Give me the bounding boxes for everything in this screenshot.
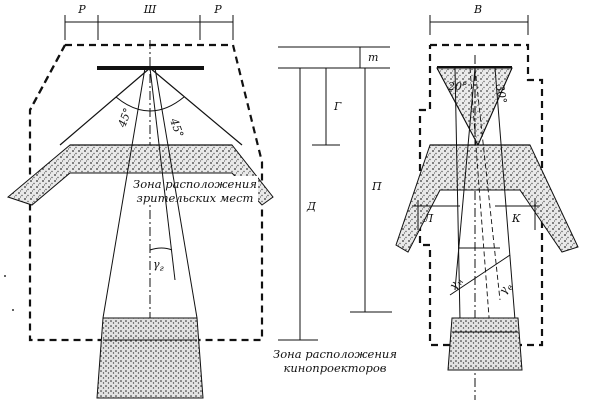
label-zone-viewers-1: Зона расположения <box>133 177 257 191</box>
label-zone-projectors-1: Зона расположения <box>273 347 397 361</box>
label-dim-p: П <box>371 180 382 193</box>
label-zone-viewers-2: зрительских мест <box>137 191 254 205</box>
gamma-line <box>149 67 176 281</box>
label-zone-projectors-2: кинопроекторов <box>284 361 387 375</box>
label-margin-right: Р <box>213 3 222 16</box>
small-hall-outline <box>418 43 544 347</box>
gamma-arc <box>149 247 173 251</box>
small-projector-zone <box>447 317 523 371</box>
label-angle-45-left: 45° <box>115 106 134 130</box>
beam-mid <box>454 67 476 291</box>
label-width-v: В <box>473 3 482 16</box>
label-angle-45-right: 45° <box>167 116 186 140</box>
sight-30 <box>477 67 513 146</box>
label-dim-l: Л <box>423 212 434 225</box>
hall-outline-corner <box>29 44 66 111</box>
label-gamma: γг <box>153 258 164 273</box>
label-angle-20: 20° <box>447 80 468 93</box>
label-dim-k: К <box>511 212 521 225</box>
stray-dot <box>4 275 6 277</box>
small-seating-zone <box>395 144 579 253</box>
label-margin-left: Р <box>77 3 86 16</box>
projector-zone <box>96 317 204 399</box>
beam-left-small <box>454 67 461 321</box>
label-width-sh: Ш <box>143 3 157 16</box>
label-dim-g: Г <box>333 100 342 113</box>
angle-arc <box>115 96 185 112</box>
caption-backdrop <box>128 176 258 204</box>
beam-right-small <box>494 67 516 321</box>
stray-dot <box>12 309 14 311</box>
section-dimensions: т Г Д П Зона расположения кинопроекторов <box>273 46 397 375</box>
label-dim-t: т <box>368 51 378 64</box>
beam-left <box>102 67 146 319</box>
beam-right <box>154 67 198 319</box>
sightline-45-right <box>149 67 243 146</box>
left-plan: Р Ш Р 45° 45° Зона расположения зрительс… <box>6 3 274 399</box>
seating-zone <box>6 144 274 206</box>
dash-beam-2 <box>469 67 491 331</box>
sightline-45-left <box>59 67 151 146</box>
right-plan: В 20° 30° Л К γн γв <box>395 3 579 400</box>
label-dim-d: Д <box>306 200 317 213</box>
cross-line <box>449 254 511 296</box>
dash-beam <box>474 67 501 301</box>
sight-20 <box>436 67 479 146</box>
